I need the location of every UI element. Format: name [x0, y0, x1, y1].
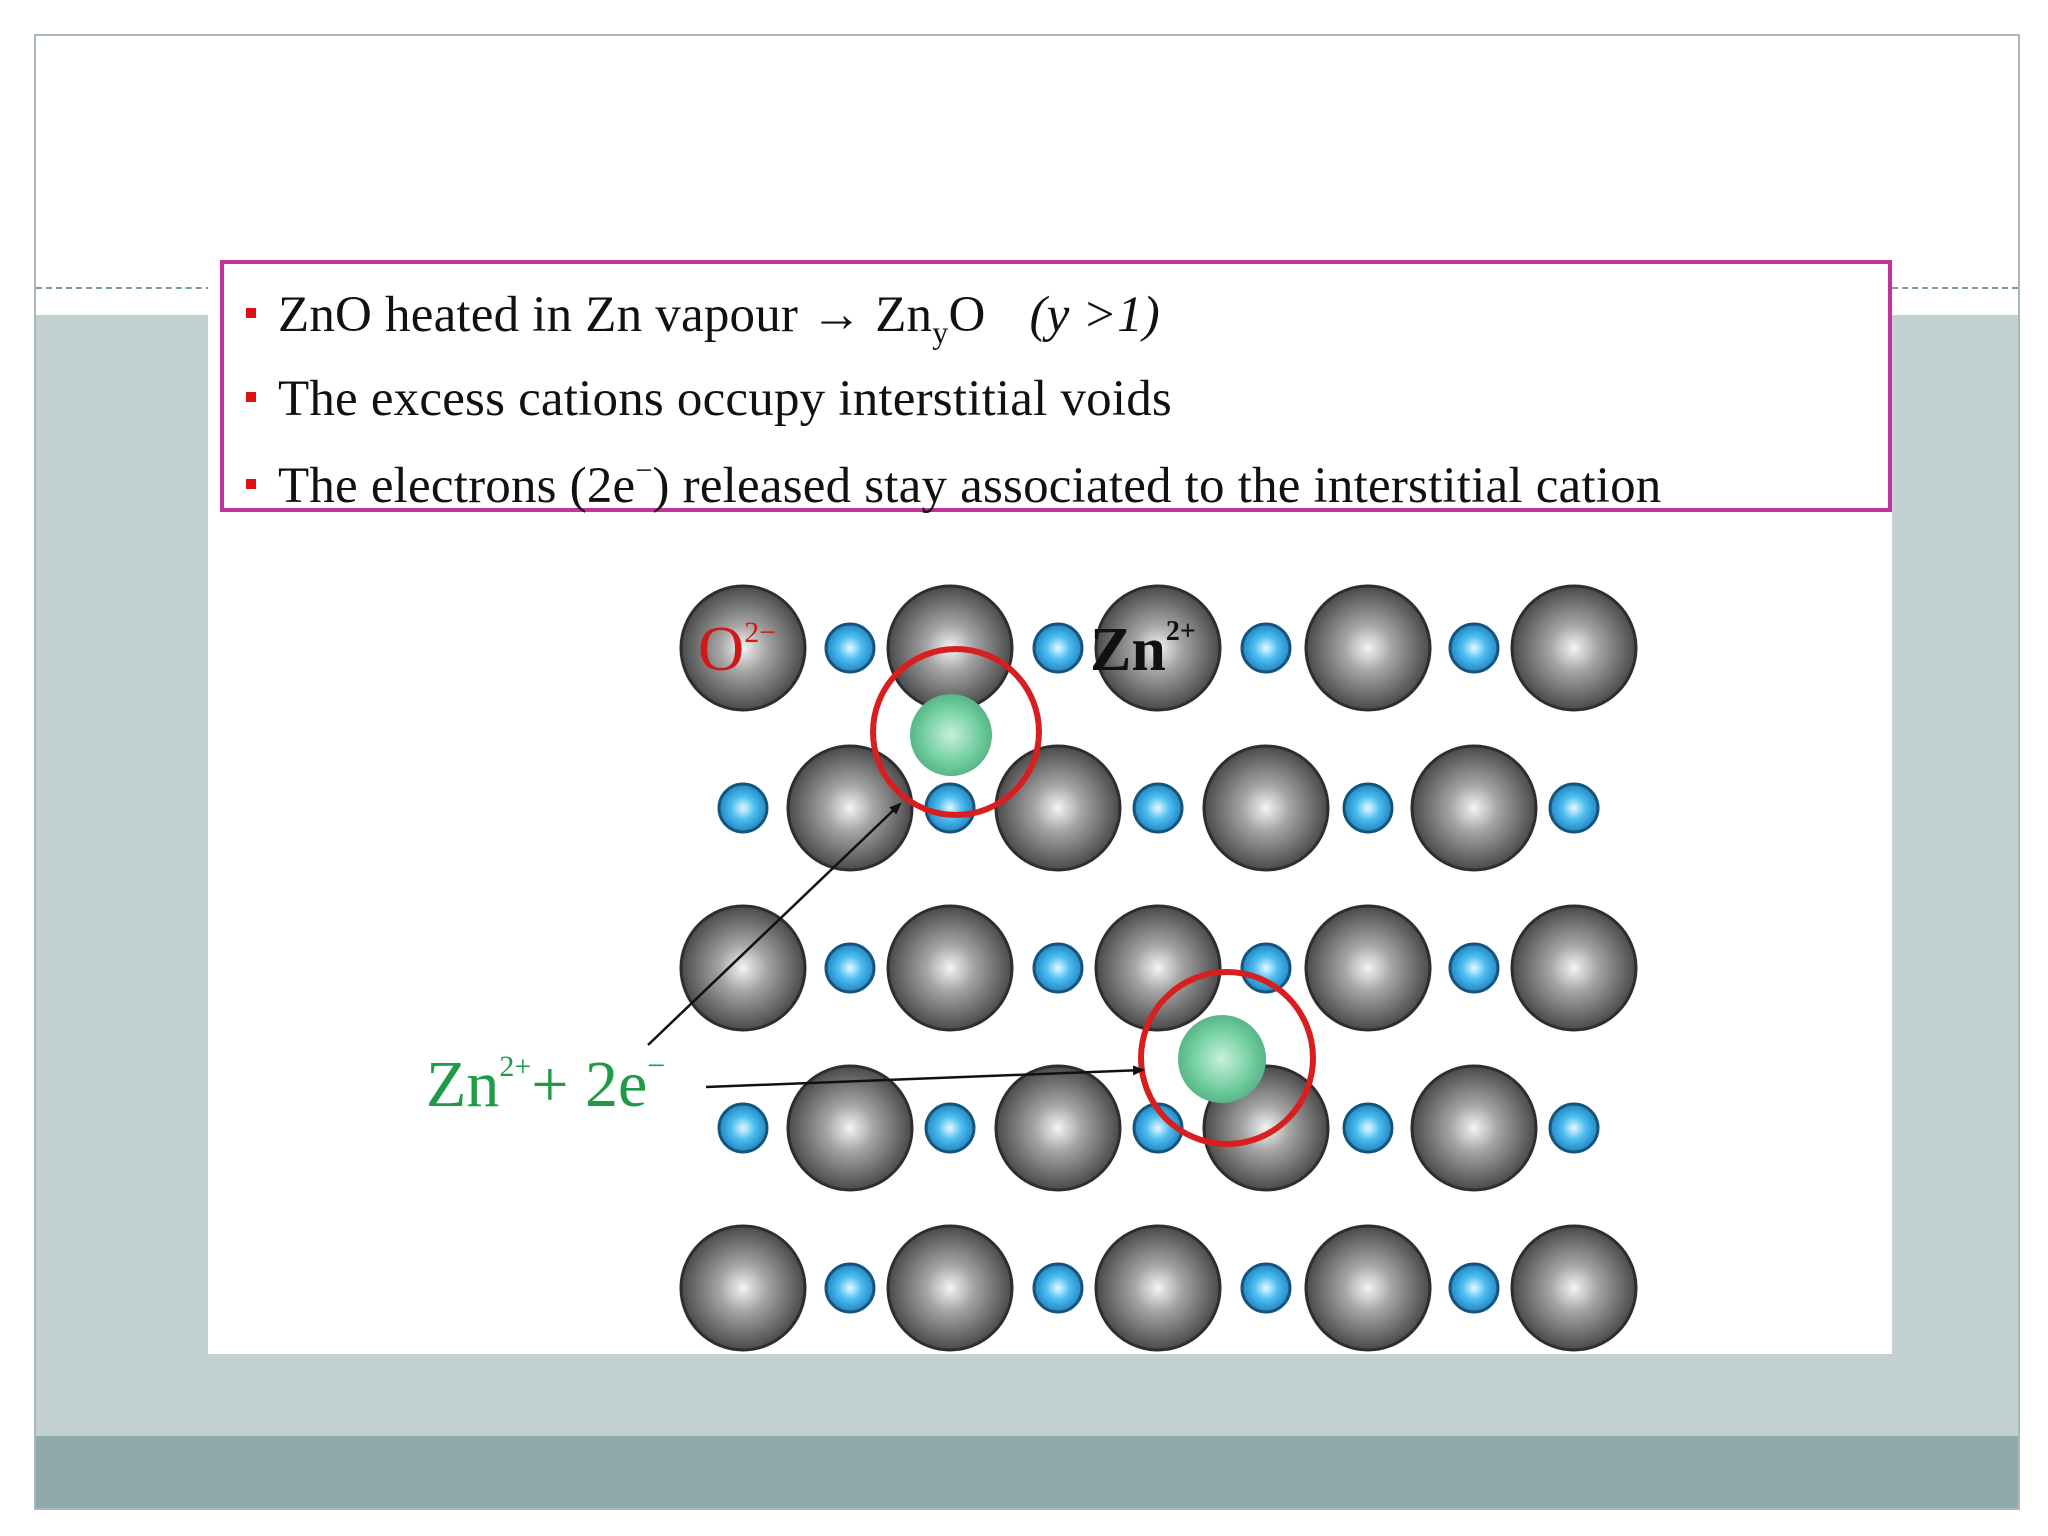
oxide-ion: [1412, 746, 1536, 870]
zinc-ion: [1242, 624, 1290, 672]
oxide-ion: [1306, 1226, 1430, 1350]
zinc-ion: [1242, 1264, 1290, 1312]
oxide-label-base: O: [698, 613, 744, 684]
zinc-ion: [926, 1104, 974, 1152]
slide-frame: ZnO heated in Zn vapour → ZnyO(y >1) The…: [34, 34, 2020, 1510]
lattice-ions: [681, 586, 1636, 1350]
oxide-ion: [681, 1226, 805, 1350]
zinc-ion: [826, 944, 874, 992]
oxide-ion: [788, 1066, 912, 1190]
zinc-ion: [1550, 1104, 1598, 1152]
oxide-ion: [1412, 1066, 1536, 1190]
oxide-label-charge: 2−: [744, 616, 776, 649]
oxide-ion: [1096, 1226, 1220, 1350]
zinc-ion: [719, 1104, 767, 1152]
oxide-ion: [1512, 586, 1636, 710]
content-panel: ZnO heated in Zn vapour → ZnyO(y >1) The…: [208, 248, 1892, 1354]
oxide-ion: [1512, 906, 1636, 1030]
zinc-ion: [826, 624, 874, 672]
oxide-ion: [1306, 906, 1430, 1030]
zinc-label-charge: 2+: [1166, 616, 1196, 647]
oxide-ion: [1306, 586, 1430, 710]
zinc-ion: [1344, 784, 1392, 832]
zinc-ion: [1450, 944, 1498, 992]
zinc-ion: [1134, 784, 1182, 832]
footer-bar: [36, 1436, 2018, 1508]
zinc-ion: [1450, 624, 1498, 672]
oxide-ion: [1204, 746, 1328, 870]
defect-label: Zn2++ 2e−: [426, 1047, 665, 1121]
zinc-ion: [1034, 1264, 1082, 1312]
zinc-ion: [926, 784, 974, 832]
oxide-ion: [1512, 1226, 1636, 1350]
crystal-lattice-diagram: O2− Zn2+ Zn2++ 2e−: [208, 248, 1892, 1354]
zinc-ion: [1242, 944, 1290, 992]
oxide-ion: [996, 1066, 1120, 1190]
oxide-ion: [888, 906, 1012, 1030]
zinc-ion: [719, 784, 767, 832]
zinc-ion: [826, 1264, 874, 1312]
zinc-ion: [1034, 944, 1082, 992]
zinc-ion: [1034, 624, 1082, 672]
interstitial-zinc-ion: [1178, 1015, 1266, 1103]
defect-label-ion: Zn: [426, 1048, 499, 1121]
zinc-ion: [1344, 1104, 1392, 1152]
interstitial-defects: [873, 649, 1313, 1144]
zinc-label-base: Zn: [1090, 616, 1166, 684]
oxide-ion: [996, 746, 1120, 870]
oxide-ion: [681, 906, 805, 1030]
defect-label-rest: + 2e: [531, 1048, 647, 1121]
zinc-ion: [1450, 1264, 1498, 1312]
defect-label-electron-charge: −: [647, 1047, 665, 1083]
oxide-ion: [888, 1226, 1012, 1350]
defect-label-charge: 2+: [499, 1050, 531, 1083]
zinc-ion: [1550, 784, 1598, 832]
interstitial-zinc-ion: [910, 694, 992, 776]
